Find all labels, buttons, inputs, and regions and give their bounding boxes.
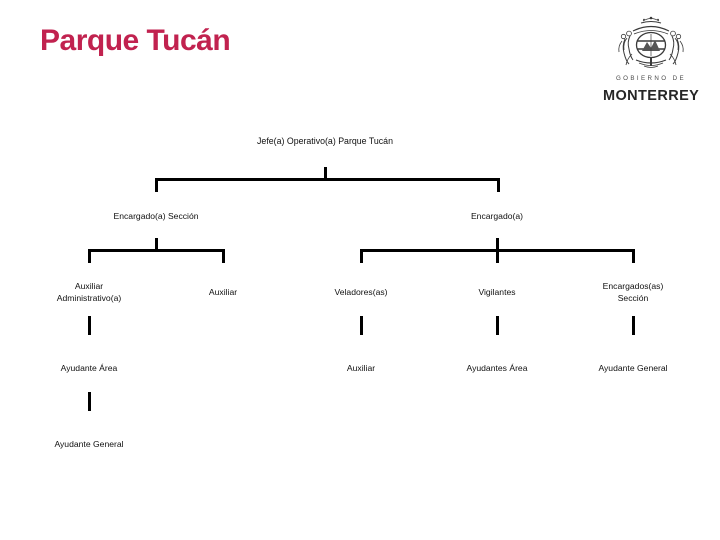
connector-drop-veladores bbox=[360, 249, 363, 263]
connector-stem-auxiliar-right bbox=[360, 316, 363, 335]
org-node-auxiliar-left: Auxiliar bbox=[208, 287, 238, 297]
org-node-ayudante-general-left: Ayudante General bbox=[54, 439, 124, 449]
org-node-auxiliar-right: Auxiliar bbox=[346, 363, 376, 373]
connector-stem-ayudantes-area bbox=[496, 316, 499, 335]
connector-drop-encargado-seccion bbox=[155, 178, 158, 192]
page-title: Parque Tucán bbox=[40, 24, 231, 57]
connector-drop-vigilantes bbox=[496, 249, 499, 263]
connector-stem-ayudante-general-right bbox=[632, 316, 635, 335]
connector-level2-left-bus bbox=[88, 249, 225, 252]
monterrey-coat-of-arms-icon bbox=[618, 16, 684, 68]
connector-stem-ayudante-general-left bbox=[88, 392, 91, 411]
gobierno-de-monterrey-logo: GOBIERNO DE MONTERREY bbox=[603, 14, 699, 108]
org-node-jefe-operativo: Jefe(a) Operativo(a) Parque Tucán bbox=[257, 136, 393, 146]
connector-level1-bus bbox=[155, 178, 500, 181]
connector-drop-auxiliar-administrativo bbox=[88, 249, 91, 263]
org-node-ayudantes-area: Ayudantes Área bbox=[466, 363, 528, 373]
logo-wordmark: MONTERREY bbox=[603, 88, 700, 104]
org-node-encargado: Encargado(a) bbox=[470, 211, 524, 221]
logo-supra-text: GOBIERNO DE bbox=[615, 75, 687, 82]
connector-drop-encargados-seccion bbox=[632, 249, 635, 263]
org-node-auxiliar-administrativo: Auxiliar Administrativo(a) bbox=[56, 281, 122, 303]
org-node-veladores: Veladores(as) bbox=[334, 287, 388, 297]
connector-encargado-stem bbox=[496, 238, 499, 251]
connector-root-stem bbox=[324, 167, 327, 180]
org-node-ayudante-area: Ayudante Área bbox=[60, 363, 118, 373]
org-node-encargados-seccion: Encargados(as) Sección bbox=[602, 281, 664, 303]
connector-drop-auxiliar bbox=[222, 249, 225, 263]
connector-encargado-seccion-stem bbox=[155, 238, 158, 251]
connector-drop-encargado bbox=[497, 178, 500, 192]
connector-stem-ayudante-area bbox=[88, 316, 91, 335]
org-node-encargado-seccion: Encargado(a) Sección bbox=[113, 211, 199, 221]
org-node-ayudante-general-right: Ayudante General bbox=[598, 363, 668, 373]
org-node-vigilantes: Vigilantes bbox=[478, 287, 516, 297]
